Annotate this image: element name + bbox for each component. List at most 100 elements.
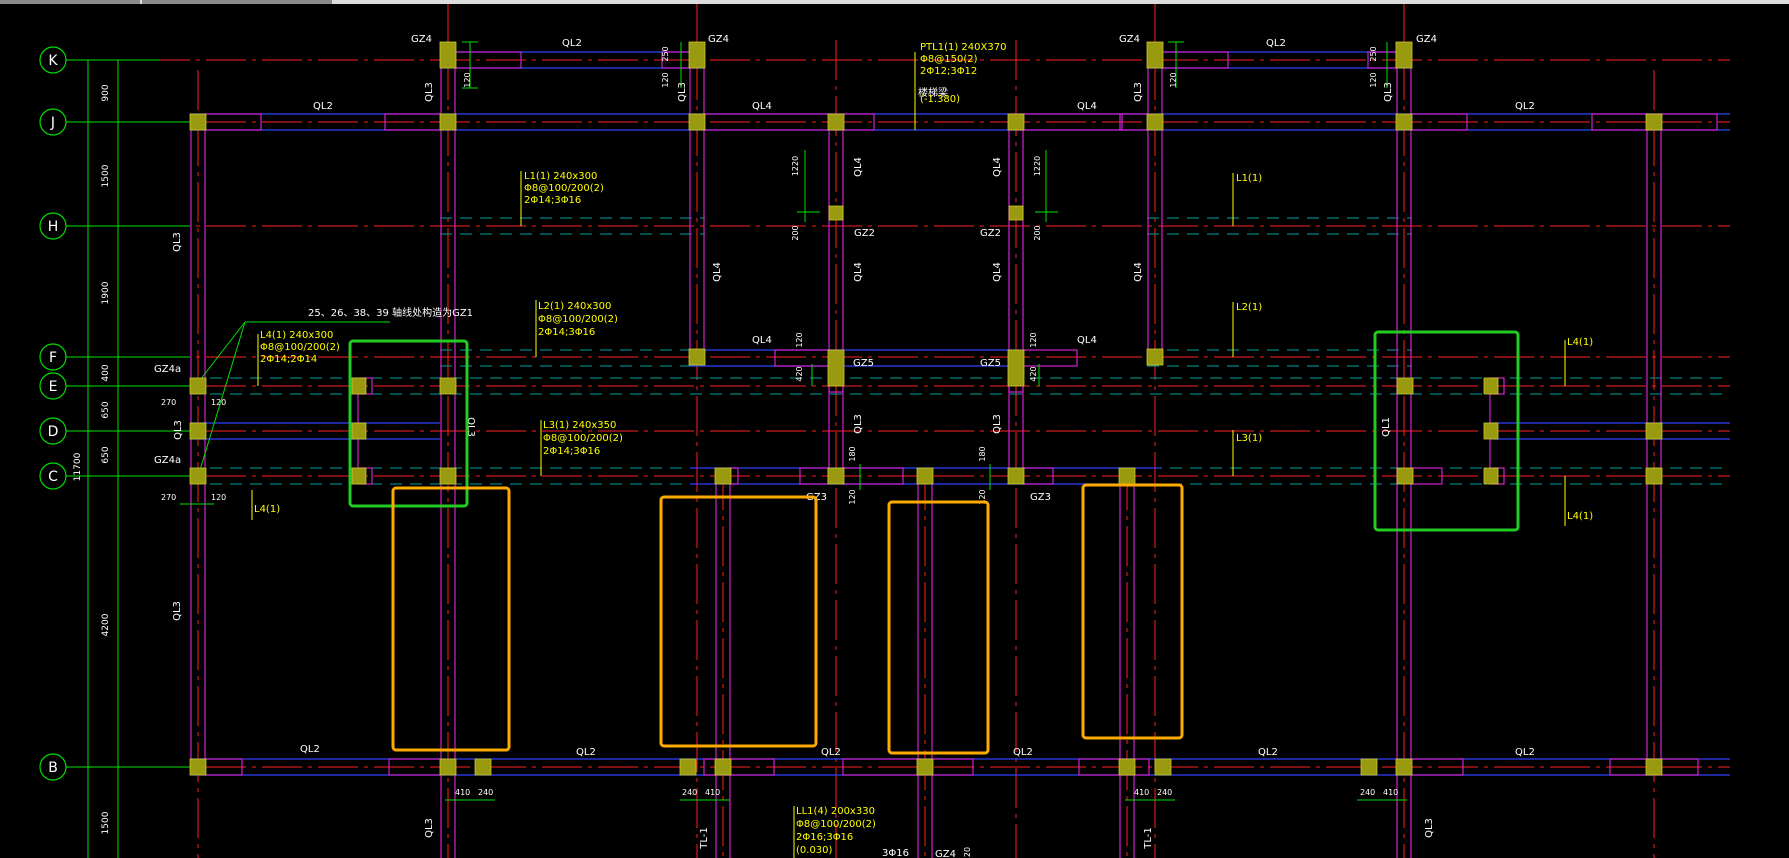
svg-text:2Φ12;3Φ12: 2Φ12;3Φ12	[920, 66, 977, 77]
highlight-boxes	[348, 330, 1520, 755]
svg-text:L4(1): L4(1)	[254, 504, 280, 515]
svg-text:1220: 1220	[1033, 156, 1042, 176]
column-gz4[interactable]	[1146, 41, 1164, 69]
axis-bubble-e[interactable]: E	[39, 372, 67, 400]
svg-text:2Φ14;3Φ16: 2Φ14;3Φ16	[524, 195, 581, 206]
column-gz4[interactable]	[688, 41, 706, 69]
column-gz4a[interactable]	[189, 377, 207, 395]
svg-text:QL3: QL3	[172, 232, 183, 252]
svg-text:410: 410	[455, 788, 470, 797]
svg-text:GZ4: GZ4	[1416, 34, 1437, 45]
column-gz5[interactable]	[1007, 349, 1025, 387]
svg-text:QL2: QL2	[1266, 38, 1286, 49]
svg-text:C: C	[48, 469, 58, 485]
svg-text:F: F	[49, 350, 57, 366]
svg-text:200: 200	[791, 225, 800, 240]
svg-text:QL1: QL1	[1381, 417, 1392, 437]
svg-text:GZ2: GZ2	[980, 228, 1001, 239]
svg-text:GZ2: GZ2	[854, 228, 875, 239]
svg-text:GZ5: GZ5	[980, 358, 1001, 369]
svg-text:GZ4a: GZ4a	[154, 455, 181, 466]
svg-text:E: E	[49, 379, 58, 395]
svg-text:QL3: QL3	[424, 82, 435, 102]
svg-text:4200: 4200	[101, 613, 111, 636]
columns	[189, 41, 1663, 776]
highlight-box-orange-3[interactable]	[887, 500, 990, 755]
axis-bubble-c[interactable]: C	[39, 462, 67, 490]
svg-text:QL2: QL2	[313, 101, 333, 112]
axis-bubble-d[interactable]: D	[39, 417, 67, 445]
svg-text:400: 400	[101, 364, 111, 381]
horizontal-axis-lines	[150, 59, 1730, 768]
svg-text:120: 120	[211, 398, 226, 407]
svg-text:3Φ16: 3Φ16	[882, 848, 909, 858]
svg-text:650: 650	[101, 401, 111, 418]
highlight-box-green-right[interactable]	[1373, 330, 1520, 532]
svg-text:QL2: QL2	[1258, 747, 1278, 758]
toolbar-segment	[142, 0, 332, 4]
svg-text:25、26、38、39 轴线处构造为GZ1: 25、26、38、39 轴线处构造为GZ1	[308, 306, 473, 319]
leader-lines	[251, 52, 1566, 858]
column-gz4[interactable]	[1395, 41, 1413, 69]
svg-text:120: 120	[1369, 72, 1378, 87]
column-gz3[interactable]	[827, 467, 845, 485]
svg-text:2Φ14;3Φ16: 2Φ14;3Φ16	[538, 327, 595, 338]
window-top-edge	[0, 0, 1789, 4]
column-gz2[interactable]	[828, 205, 844, 221]
column-gz2[interactable]	[1008, 205, 1024, 221]
svg-text:Φ8@150(2): Φ8@150(2)	[920, 54, 978, 65]
svg-text:Φ8@100/200(2): Φ8@100/200(2)	[524, 183, 604, 194]
column-gz3[interactable]	[1007, 467, 1025, 485]
svg-text:1900: 1900	[101, 281, 111, 304]
svg-text:250: 250	[661, 46, 670, 61]
vertical-axis-lines	[197, 4, 1655, 858]
highlight-box-orange-4[interactable]	[1081, 483, 1184, 740]
svg-text:TL-1: TL-1	[699, 827, 710, 849]
svg-text:J: J	[50, 115, 55, 131]
axis-bubble-h[interactable]: H	[39, 212, 67, 240]
svg-text:QL3: QL3	[992, 414, 1003, 434]
svg-text:GZ4a: GZ4a	[154, 364, 181, 375]
axis-bubble-b[interactable]: B	[39, 753, 67, 781]
svg-text:QL4: QL4	[992, 157, 1003, 177]
svg-text:QL3: QL3	[465, 417, 476, 437]
svg-text:L4(1) 240x300: L4(1) 240x300	[260, 330, 333, 341]
svg-text:410: 410	[1383, 788, 1398, 797]
svg-text:QL2: QL2	[1013, 747, 1033, 758]
svg-text:420: 420	[795, 366, 804, 381]
svg-text:QL3: QL3	[1133, 82, 1144, 102]
axis-bubble-f[interactable]: F	[39, 343, 67, 371]
column-gz5[interactable]	[827, 349, 845, 387]
dimension-lines	[66, 41, 1407, 858]
svg-text:120: 120	[463, 72, 472, 87]
highlight-box-orange-2[interactable]	[659, 495, 818, 748]
svg-text:250: 250	[1369, 46, 1378, 61]
svg-text:650: 650	[101, 446, 111, 463]
svg-text:QL4: QL4	[712, 262, 723, 282]
highlight-box-orange-1[interactable]	[391, 486, 511, 752]
svg-text:GZ4: GZ4	[1119, 34, 1140, 45]
axis-bubble-j[interactable]: J	[39, 108, 67, 136]
svg-text:QL2: QL2	[562, 38, 582, 49]
axis-bubbles: K J H F E D C	[39, 46, 67, 781]
svg-text:120: 120	[1029, 332, 1038, 347]
highlight-box-green-left[interactable]	[348, 339, 469, 508]
svg-text:120: 120	[661, 72, 670, 87]
svg-text:QL2: QL2	[1515, 747, 1535, 758]
svg-text:900: 900	[101, 84, 111, 101]
svg-text:240: 240	[478, 788, 493, 797]
svg-text:K: K	[48, 53, 58, 69]
svg-text:QL2: QL2	[1515, 101, 1535, 112]
svg-text:L1(1): L1(1)	[1236, 173, 1262, 184]
column-gz4a[interactable]	[189, 467, 207, 485]
svg-text:GZ4: GZ4	[708, 34, 729, 45]
svg-text:QL3: QL3	[853, 414, 864, 434]
svg-text:QL4: QL4	[752, 101, 772, 112]
svg-text:2Φ14;3Φ16: 2Φ14;3Φ16	[543, 446, 600, 457]
svg-text:(-1.380): (-1.380)	[920, 94, 960, 105]
axis-bubble-k[interactable]: K	[39, 46, 67, 74]
column-gz4[interactable]	[439, 41, 457, 69]
svg-text:PTL1(1) 240X370: PTL1(1) 240X370	[920, 42, 1006, 53]
